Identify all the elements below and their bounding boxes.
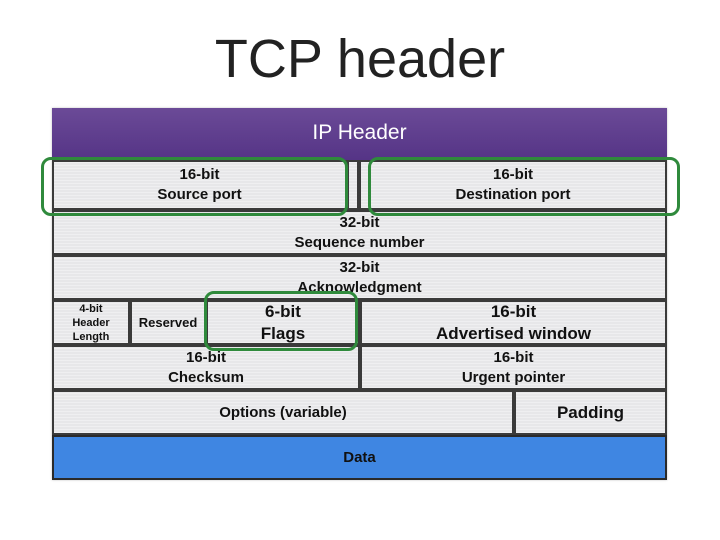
acknowledgment-bits: 32-bit: [339, 258, 380, 276]
sequence-number-label: Sequence number: [294, 233, 425, 251]
reserved-label: Reserved: [138, 314, 198, 330]
checksum-bits: 16-bit: [185, 348, 226, 366]
urgent-pointer-label: Urgent pointer: [461, 368, 566, 386]
separator-field: [347, 160, 359, 210]
padding-label: Padding: [556, 402, 625, 422]
flags-bits: 6-bit: [265, 301, 301, 321]
checksum-field: 16-bit Checksum: [52, 345, 360, 390]
options-label: Options (variable): [219, 403, 347, 421]
advertised-window-label: Advertised window: [436, 323, 591, 343]
tcp-header-diagram: IP Header 16-bit Source port 16-bit Dest…: [52, 108, 667, 480]
checksum-label: Checksum: [168, 368, 244, 386]
urgent-pointer-field: 16-bit Urgent pointer: [360, 345, 667, 390]
data-field: Data: [52, 435, 667, 480]
flags-field: 6-bit Flags: [206, 300, 360, 345]
ip-header-band: IP Header: [52, 108, 667, 160]
header-length-bits: 4-bit: [79, 302, 103, 315]
source-port-highlight: [41, 157, 348, 216]
acknowledgment-field: 32-bit Acknowledgment: [52, 255, 667, 300]
header-length-label-1: Header: [72, 316, 110, 329]
source-port-field: 16-bit Source port: [52, 160, 347, 210]
data-label: Data: [343, 448, 376, 466]
destination-port-highlight: [368, 157, 680, 216]
urgent-pointer-bits: 16-bit: [493, 348, 534, 366]
options-field: Options (variable): [52, 390, 514, 435]
advertised-window-field: 16-bit Advertised window: [360, 300, 667, 345]
destination-port-bits: 16-bit: [492, 166, 533, 183]
advertised-window-bits: 16-bit: [490, 301, 537, 321]
reserved-field: Reserved: [130, 300, 206, 345]
destination-port-label: Destination port: [455, 186, 571, 203]
sequence-number-bits: 32-bit: [339, 213, 380, 231]
destination-port-field: 16-bit Destination port: [359, 160, 667, 210]
flags-highlight: [204, 291, 358, 351]
flags-label: Flags: [260, 323, 306, 343]
padding-field: Padding: [514, 390, 667, 435]
slide-title: TCP header: [214, 29, 506, 89]
sequence-number-field: 32-bit Sequence number: [52, 210, 667, 255]
header-length-field: 4-bit Header Length: [52, 300, 130, 345]
header-length-label-2: Length: [72, 330, 110, 343]
source-port-label: Source port: [157, 186, 242, 203]
source-port-bits: 16-bit: [179, 166, 220, 183]
